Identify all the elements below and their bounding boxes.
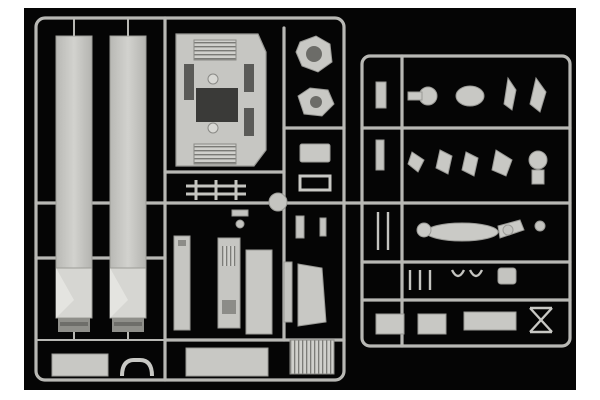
track-part-left [55,35,93,332]
clip-parts [376,212,484,290]
figure-parts-row-2 [407,149,548,185]
side-skirt-part-1 [173,235,191,331]
right-sprue-frame [360,54,572,348]
track-part-right [109,35,147,332]
connector-parts [375,81,546,285]
side-skirt-part-2 [217,237,241,329]
box-part-1 [375,313,405,335]
grille-plate-part [289,339,335,375]
mid-slim-part [283,261,293,323]
hatch-part [297,87,335,117]
sprue-hub [268,192,288,212]
box-part-3 [463,311,517,331]
small-bracket-part [299,143,331,163]
photo-background [24,8,576,390]
turret-ring-part [295,35,333,73]
rail-part [186,180,246,200]
small-fittings [231,209,327,239]
hull-deck-part [175,33,267,167]
cross-brace-part [529,306,553,334]
armor-panel-part [297,263,327,327]
clamp-part [298,174,332,192]
figure-parts-row-1 [407,76,547,113]
bottom-plate-part [51,353,109,377]
long-plate-part [185,347,269,377]
handle-part [120,358,154,377]
box-part-2 [417,313,447,335]
side-panel-part [245,249,273,335]
